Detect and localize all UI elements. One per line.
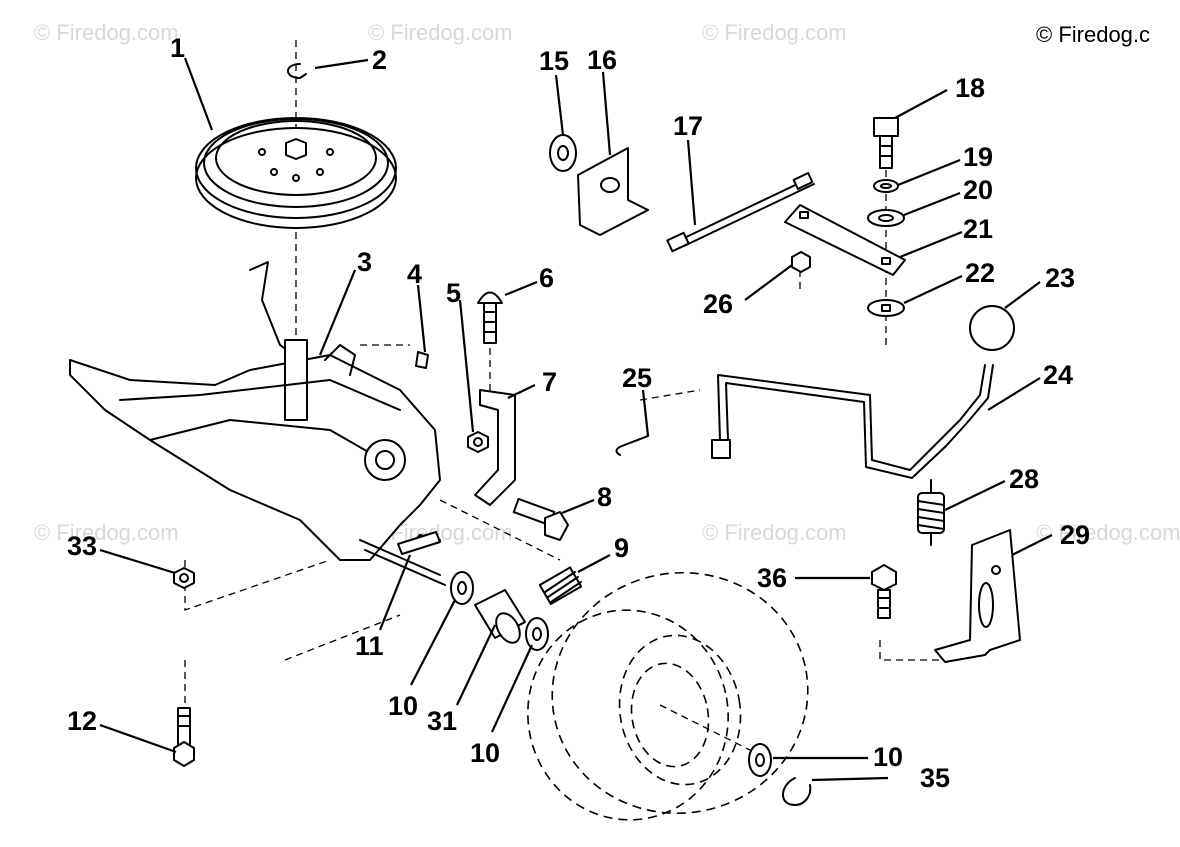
e-clip-part	[782, 777, 812, 806]
washer-part	[549, 134, 577, 172]
callouts: 1 2 3 4 5 6 7 8 9 10 10 10 11 12 15 16 1…	[67, 33, 1090, 793]
callout-15: 15	[539, 46, 569, 76]
square-washer-part	[867, 299, 905, 317]
axle-key-part	[397, 531, 441, 555]
callout-16: 16	[587, 45, 617, 75]
watermark: © Firedog.com	[34, 520, 179, 545]
callout-33: 33	[67, 531, 97, 561]
watermark: © Firedog.com	[702, 520, 847, 545]
callout-26: 26	[703, 289, 733, 319]
watermark: © Firedog.com	[368, 20, 513, 45]
callout-9: 9	[614, 533, 629, 563]
callout-4: 4	[407, 259, 422, 289]
callout-5: 5	[446, 278, 461, 308]
callout-29: 29	[1060, 520, 1090, 550]
retaining-clip-part	[287, 63, 307, 79]
spring-part	[917, 479, 945, 546]
callout-24: 24	[1043, 360, 1073, 390]
copyright-notice: © Firedog.c	[1036, 22, 1150, 47]
nut-part	[791, 251, 811, 273]
knob-part	[969, 305, 1015, 351]
watermark: © Firedog.com	[1036, 520, 1180, 545]
nut-part	[467, 431, 489, 453]
shift-lever-part	[711, 364, 994, 479]
screw-part	[871, 564, 897, 619]
bolt-part	[173, 707, 195, 767]
callout-17: 17	[673, 111, 703, 141]
washer-part	[867, 209, 905, 227]
bracket-part	[577, 147, 649, 236]
callout-6: 6	[539, 263, 554, 293]
lock-washer-part	[873, 179, 899, 193]
callout-2: 2	[372, 45, 387, 75]
transaxle-part	[69, 261, 446, 586]
callout-21: 21	[963, 214, 993, 244]
callout-23: 23	[1045, 263, 1075, 293]
callout-35: 35	[920, 763, 950, 793]
spring-part	[538, 566, 583, 606]
callout-28: 28	[1009, 464, 1039, 494]
leader-lines	[99, 57, 1053, 782]
bracket-part	[934, 529, 1021, 663]
nut-part	[173, 567, 195, 589]
callout-10c: 10	[873, 742, 903, 772]
callout-7: 7	[542, 367, 557, 397]
pulley-part	[195, 117, 397, 229]
spacer-part	[474, 589, 526, 644]
callout-10b: 10	[470, 738, 500, 768]
watermark: © Firedog.com	[702, 20, 847, 45]
link-plate-part	[784, 204, 906, 276]
callout-11: 11	[355, 631, 384, 661]
callout-3: 3	[357, 247, 372, 277]
wheel-part	[527, 571, 809, 821]
bracket-part	[474, 389, 516, 506]
bolt-part	[873, 117, 899, 169]
callout-36: 36	[757, 563, 787, 593]
callout-18: 18	[955, 73, 985, 103]
key-part	[415, 351, 429, 369]
bolt-part	[512, 497, 569, 541]
callout-22: 22	[965, 258, 995, 288]
watermark: © Firedog.com	[34, 20, 179, 45]
callout-20: 20	[963, 175, 993, 205]
callout-31: 31	[427, 706, 457, 736]
callout-1: 1	[170, 33, 185, 63]
washer-part	[450, 571, 772, 777]
callout-19: 19	[963, 142, 993, 172]
callout-8: 8	[597, 482, 612, 512]
rod-assembly-part	[666, 172, 815, 253]
callout-12: 12	[67, 706, 97, 736]
cotter-pin-part	[615, 435, 649, 456]
callout-10a: 10	[388, 691, 418, 721]
callout-25: 25	[622, 363, 652, 393]
carriage-bolt-part	[477, 291, 503, 344]
